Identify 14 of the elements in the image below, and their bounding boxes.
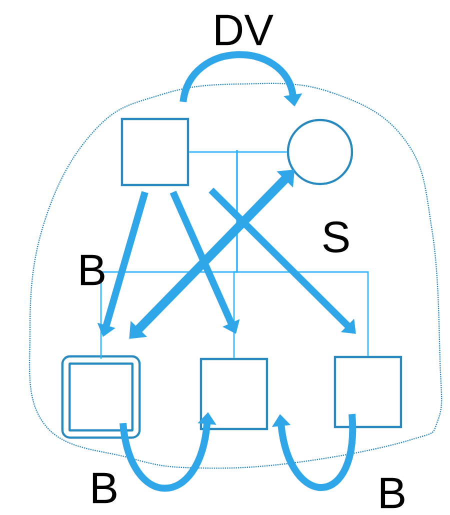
square-symbol — [334, 356, 402, 428]
connector-line — [236, 150, 369, 356]
connector-line — [189, 151, 287, 153]
circle-symbol — [286, 118, 354, 186]
double-square-symbol — [61, 355, 141, 439]
edge-label: B — [80, 254, 104, 286]
edge-label: B — [380, 478, 404, 508]
edge-label: B — [92, 472, 116, 504]
arrow — [208, 188, 356, 334]
square-symbol — [120, 118, 190, 186]
square-symbol — [200, 358, 268, 430]
edge-label: DV — [216, 14, 274, 46]
edge-label: S — [323, 221, 349, 253]
arrow — [272, 414, 356, 491]
